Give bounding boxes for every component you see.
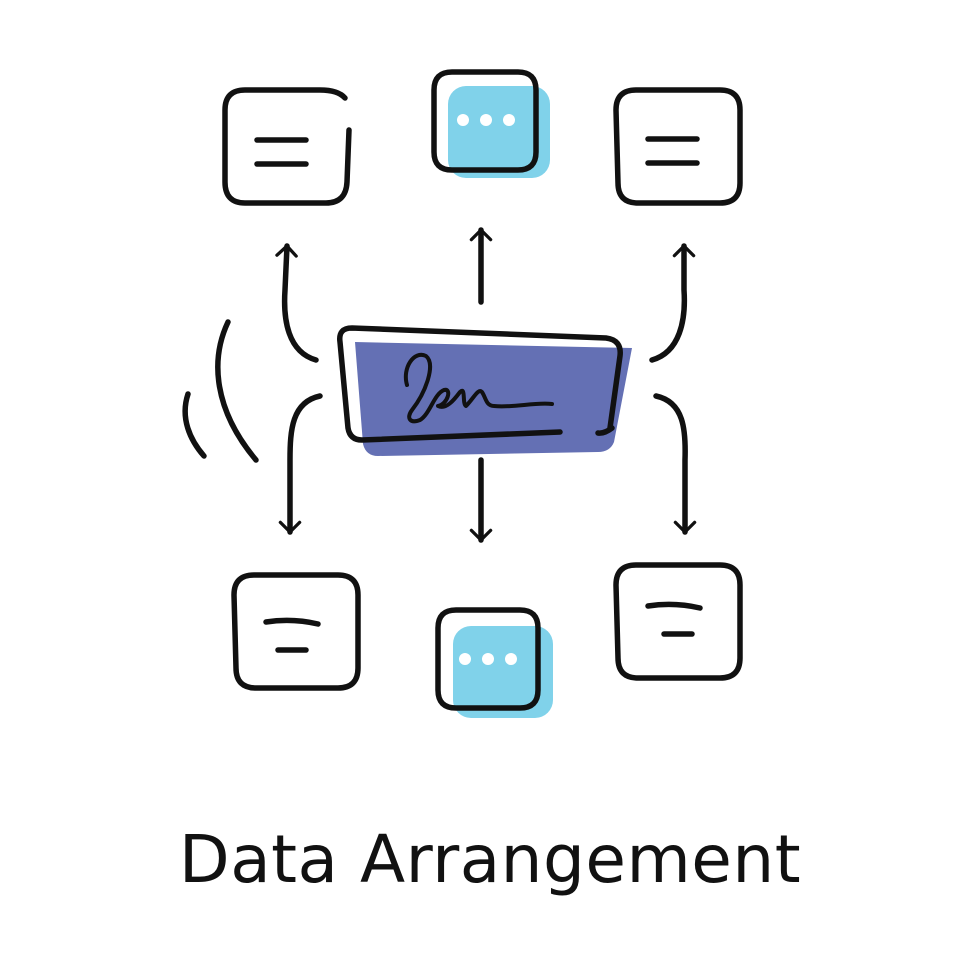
arrow-up-right (649, 243, 696, 363)
arrow-down-left (278, 393, 323, 535)
signal-waves-icon (182, 319, 259, 463)
document-icon-top-right (613, 87, 743, 206)
arrow-up-left (275, 243, 319, 363)
chat-bubble-icon-bottom (435, 607, 553, 718)
data-arrangement-illustration (182, 69, 743, 718)
caption-title: Data Arrangement (178, 821, 802, 898)
document-icon-bottom-left (231, 572, 361, 691)
signature-icon (337, 325, 632, 456)
arrow-down-right (653, 393, 697, 535)
document-icon-bottom-right (613, 562, 743, 681)
chat-bubble-icon-top (431, 69, 550, 178)
document-icon-top-left (222, 87, 352, 206)
